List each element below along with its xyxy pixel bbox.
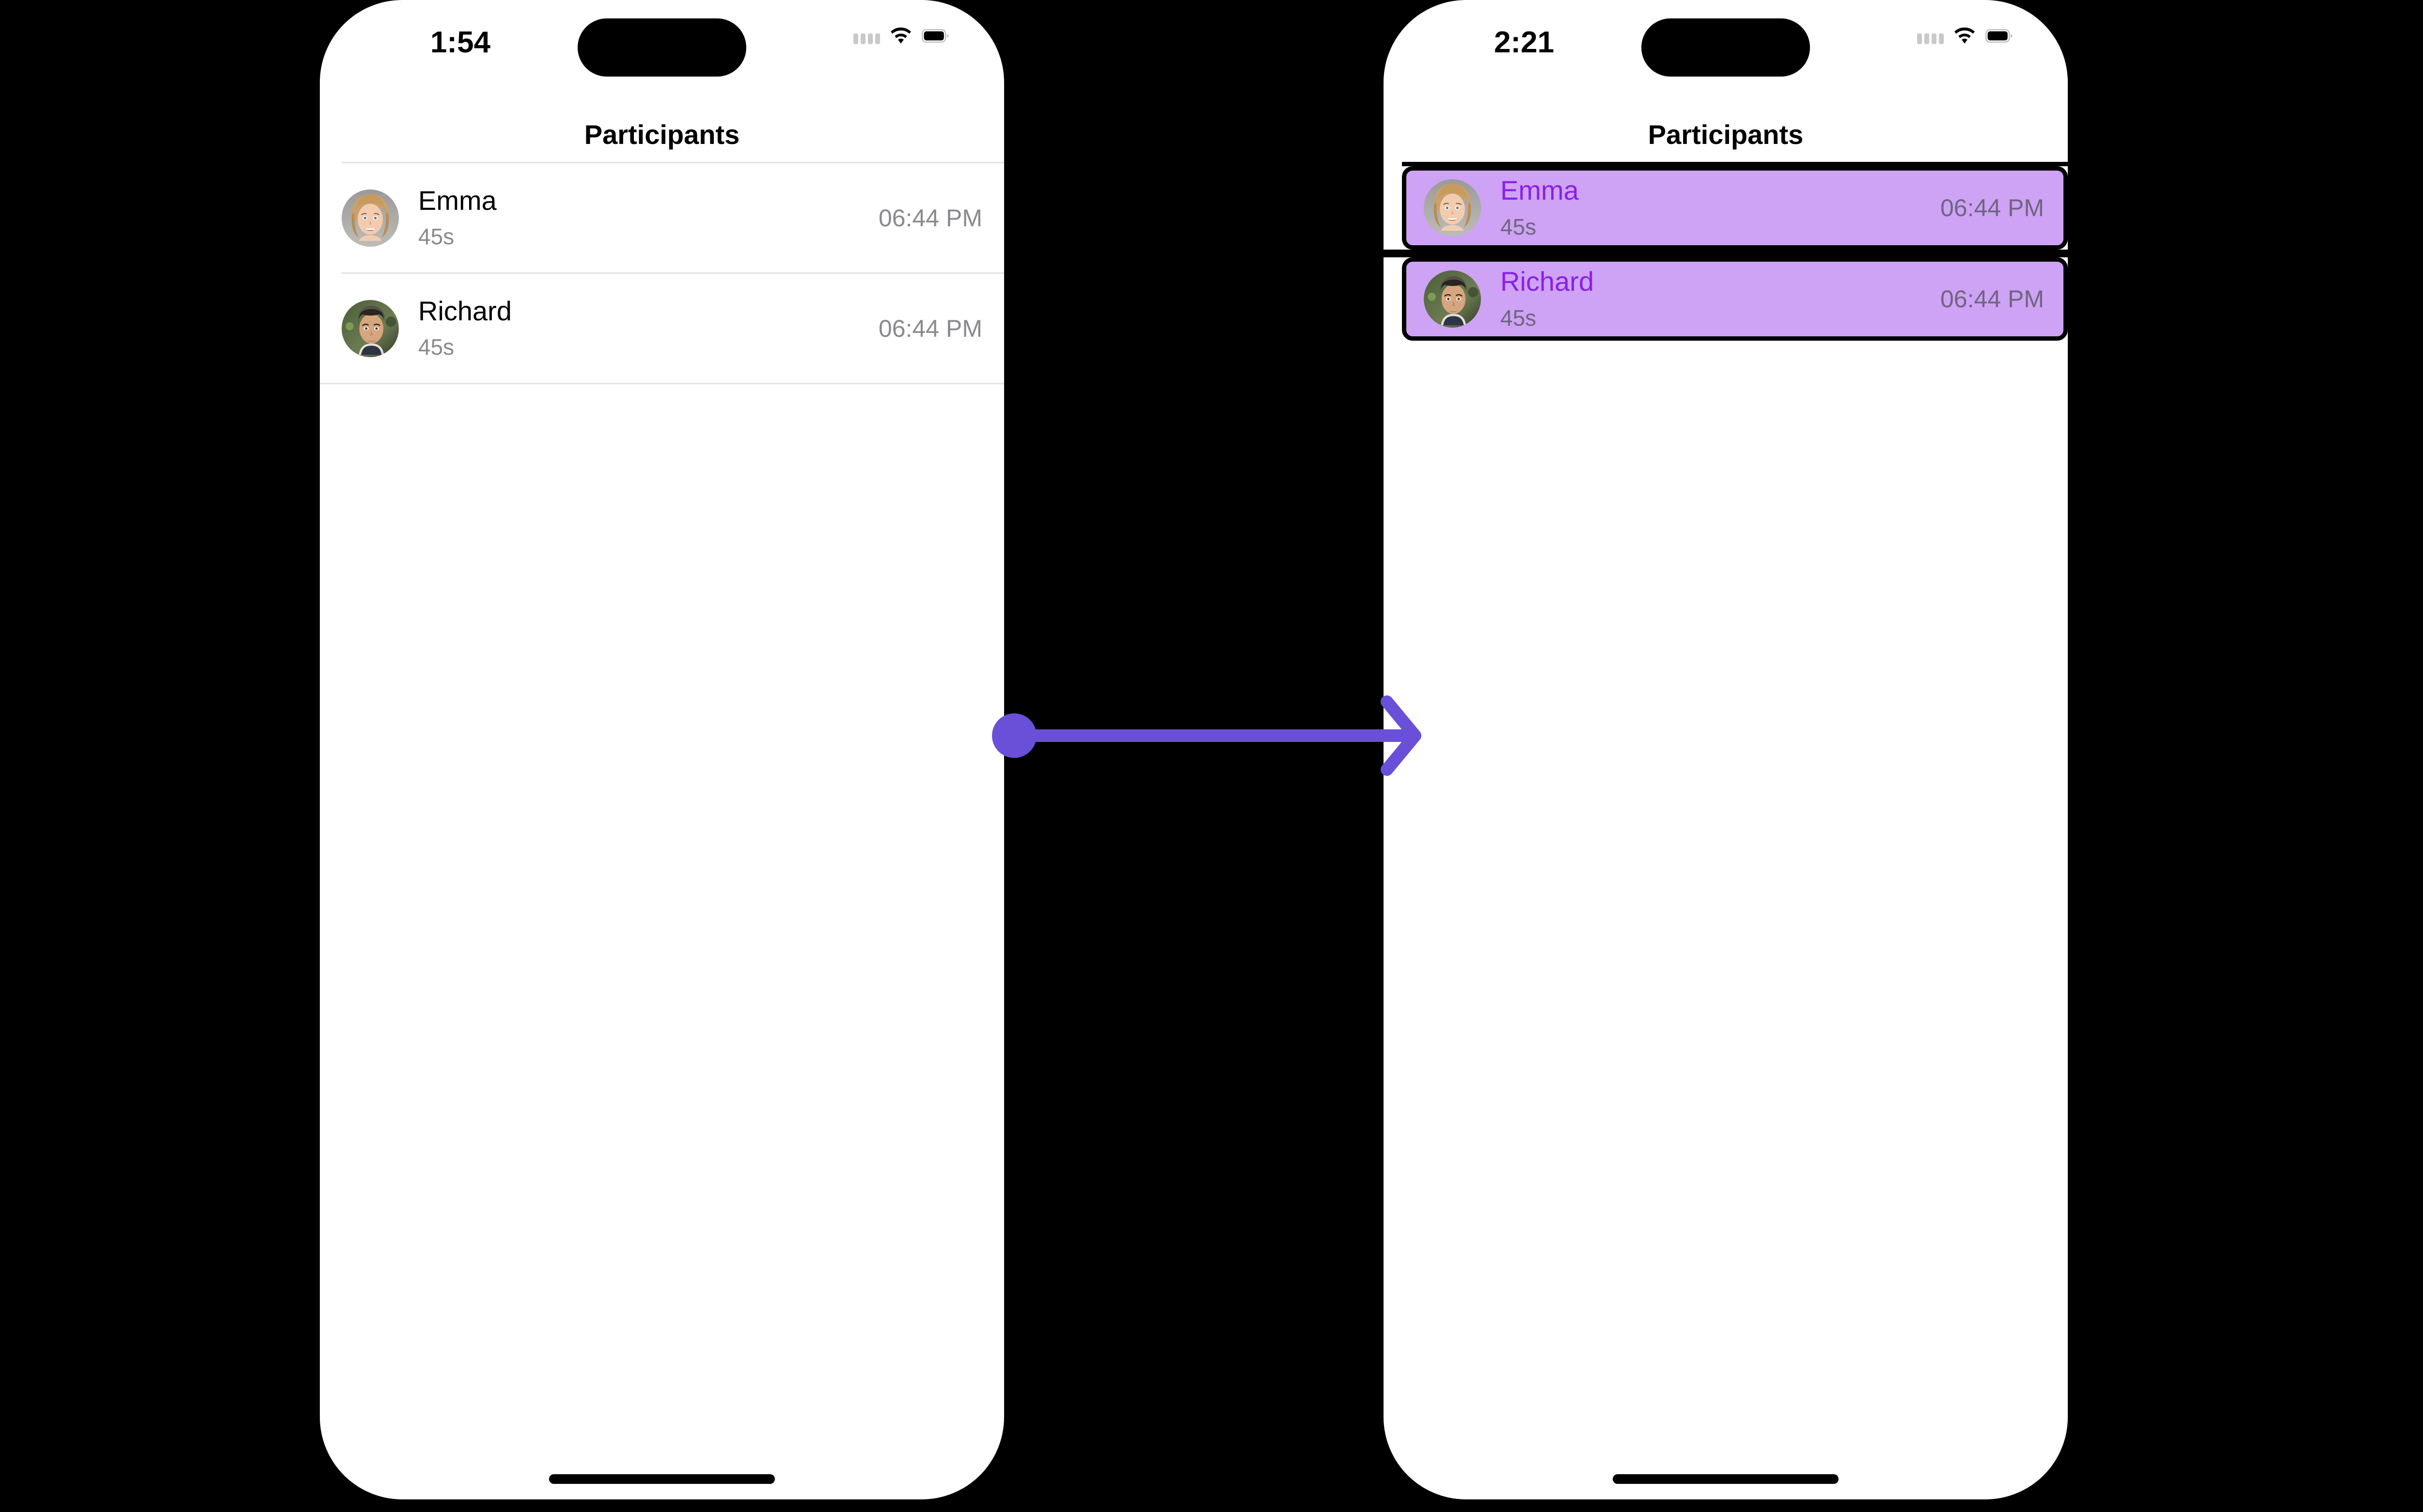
- status-time: 2:21: [1494, 26, 1555, 59]
- wifi-icon: [1953, 27, 1976, 45]
- avatar-richard: [342, 299, 399, 357]
- dynamic-island: [578, 18, 746, 77]
- participant-time: 06:44 PM: [1940, 194, 2044, 221]
- participant-row-richard[interactable]: Richard 45s 06:44 PM: [320, 274, 1004, 383]
- dynamic-island: [1641, 18, 1810, 77]
- list-divider: [342, 162, 1004, 163]
- participant-time: 06:44 PM: [878, 204, 982, 232]
- wifi-icon: [890, 27, 912, 45]
- participant-row-emma-selected[interactable]: Emma 45s 06:44 PM: [1402, 166, 2068, 250]
- participant-time: 06:44 PM: [1940, 285, 2044, 313]
- participants-list-after: Emma 45s 06:44 PM: [1384, 162, 2068, 341]
- status-bar-after: 2:21: [1384, 0, 2068, 92]
- avatar-richard: [1424, 270, 1481, 328]
- participant-name: Emma: [418, 185, 497, 216]
- participant-duration: 45s: [1500, 214, 1537, 239]
- participant-row-emma[interactable]: Emma 45s 06:44 PM: [320, 163, 1004, 272]
- participant-name: Emma: [1500, 175, 1579, 206]
- participants-list-before: Emma 45s 06:44 PM: [320, 162, 1004, 384]
- participant-text: Emma 45s: [1500, 175, 1940, 240]
- status-icons: [1917, 27, 2014, 45]
- battery-icon: [922, 28, 950, 44]
- avatar-emma: [342, 189, 399, 247]
- signal-dots-icon: [1917, 28, 1944, 44]
- transition-arrow: [979, 688, 1434, 785]
- participant-name: Richard: [418, 295, 512, 326]
- page-title: Participants: [584, 119, 740, 150]
- home-indicator: [549, 1474, 775, 1484]
- participant-text: Richard 45s: [418, 296, 879, 361]
- participant-name: Richard: [1500, 266, 1594, 297]
- participant-text: Emma 45s: [418, 185, 879, 251]
- page-title: Participants: [1648, 119, 1804, 150]
- participant-row-richard-selected[interactable]: Richard 45s 06:44 PM: [1402, 257, 2068, 341]
- participant-text: Richard 45s: [1500, 266, 1940, 331]
- highlight-gap: [1384, 250, 2068, 257]
- status-time: 1:54: [430, 26, 491, 59]
- signal-dots-icon: [853, 28, 880, 44]
- list-divider: [320, 383, 1004, 384]
- avatar-emma: [1424, 179, 1481, 236]
- participant-duration: 45s: [418, 334, 455, 360]
- highlight-spacer: [1402, 162, 2068, 166]
- phone-screen-before: 1:54 Participants: [320, 0, 1004, 1499]
- status-bar-before: 1:54: [320, 0, 1004, 92]
- participant-duration: 45s: [1500, 305, 1537, 331]
- phone-screen-after: 2:21 Participants: [1384, 0, 2068, 1499]
- participant-duration: 45s: [418, 224, 455, 250]
- home-indicator: [1613, 1474, 1839, 1484]
- status-icons: [853, 27, 950, 45]
- participant-time: 06:44 PM: [878, 315, 982, 342]
- list-divider: [342, 272, 1004, 274]
- battery-icon: [1985, 28, 2014, 44]
